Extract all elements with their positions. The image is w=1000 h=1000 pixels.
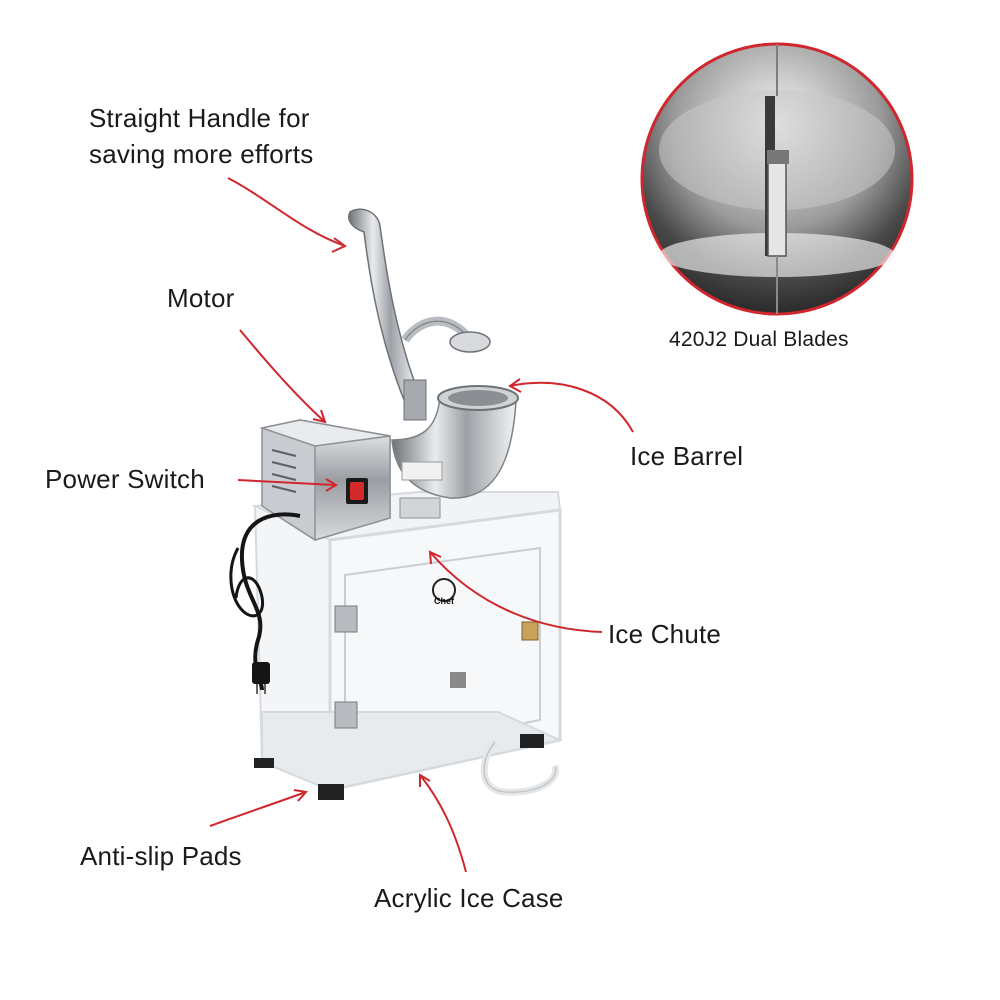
ice-barrel	[391, 385, 519, 519]
ice-chute-callout-arrow	[429, 551, 603, 633]
brand-logo-text: Chef	[434, 596, 454, 606]
acrylic-case-callout-arrow	[419, 774, 467, 873]
acrylic-ice-case	[251, 491, 564, 800]
motor-callout-arrow	[239, 329, 326, 423]
handle-callout-arrow	[227, 177, 346, 247]
power-switch-label: Power Switch	[45, 464, 205, 494]
motor-label: Motor	[167, 283, 235, 313]
power-switch-callout-arrow	[237, 479, 336, 486]
callout-arrows	[209, 177, 634, 873]
ice-barrel-label: Ice Barrel	[630, 441, 744, 471]
acrylic-ice-case-label: Acrylic Ice Case	[374, 883, 564, 913]
anti-slip-pads-label: Anti-slip Pads	[80, 841, 242, 871]
handle-label-line2: saving more efforts	[89, 139, 314, 169]
blades-zoom-circle	[640, 42, 914, 316]
power-cord	[229, 512, 301, 694]
handle-label-line1: Straight Handle for	[89, 103, 310, 133]
anti-slip-callout-arrow	[209, 791, 307, 827]
blades-label: 420J2 Dual Blades	[669, 328, 849, 351]
ice-chute-label: Ice Chute	[608, 619, 722, 649]
ice-barrel-callout-arrow	[509, 381, 634, 433]
straight-handle	[348, 208, 491, 421]
